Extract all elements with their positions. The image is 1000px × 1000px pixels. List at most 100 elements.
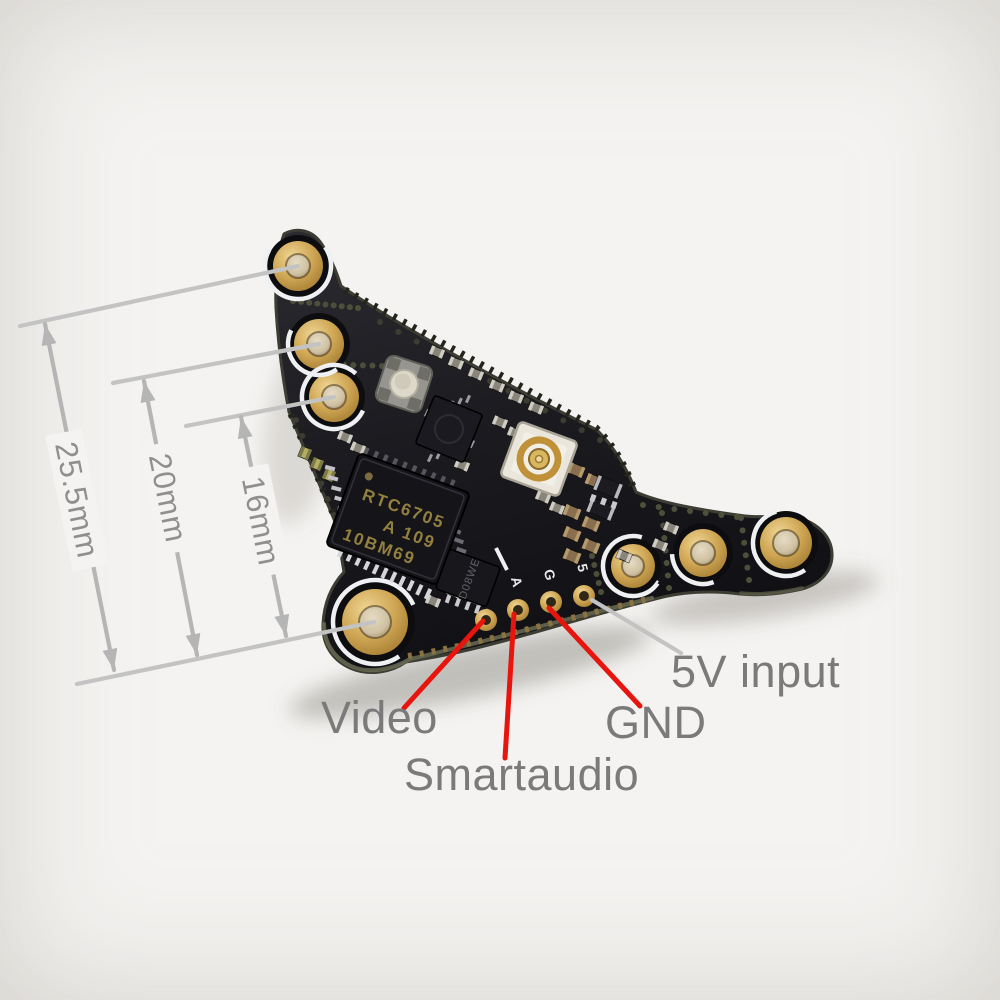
passive-component	[662, 520, 680, 536]
leader-line-hole-3	[183, 394, 337, 429]
ic-pin	[589, 493, 597, 503]
ic-pin	[389, 571, 398, 584]
passive-component	[562, 547, 582, 565]
pad-silk-g: G	[541, 567, 559, 582]
passive-component	[592, 474, 624, 500]
mounting-hole-right-3	[754, 511, 818, 575]
ic-pin	[327, 475, 339, 482]
ic-pin	[464, 601, 471, 611]
via-dot	[666, 585, 672, 591]
regulator-chip: D08WE	[435, 549, 501, 607]
via-dot	[350, 362, 357, 368]
via-dot	[322, 301, 329, 308]
via-dot	[734, 514, 740, 520]
passive-component	[428, 344, 446, 360]
leader-line-5v	[589, 597, 684, 656]
via-dot	[346, 304, 353, 311]
leader-line-smartaudio	[502, 611, 517, 761]
via-dot	[659, 510, 665, 516]
via-dot	[314, 300, 321, 307]
ic-pin	[444, 594, 452, 604]
solder-pads: A G 5	[475, 562, 595, 631]
solder-pad-5v	[573, 585, 595, 607]
solder-pad-gnd	[540, 591, 562, 613]
via-dot	[702, 510, 709, 516]
via-dot	[744, 564, 751, 571]
via-dot	[595, 580, 602, 586]
ic-pin	[426, 453, 434, 463]
via-dot	[338, 303, 345, 310]
ic-pin	[610, 500, 618, 510]
via-dot	[324, 496, 331, 503]
ic-pin	[371, 562, 380, 575]
video-label: Video	[321, 692, 438, 743]
via-dot	[355, 305, 361, 311]
ic-pin	[455, 546, 467, 554]
via-dot	[746, 577, 752, 583]
via-dot	[739, 527, 746, 534]
tactile-button	[374, 354, 434, 414]
5v-input-label: 5V input	[671, 646, 841, 697]
smartaudio-label: Smartaudio	[404, 749, 640, 800]
via-dot	[578, 427, 585, 434]
via-dot	[655, 504, 662, 510]
leader-line-video	[401, 618, 486, 711]
leader-line-hole-1	[17, 263, 301, 329]
via-dot	[505, 387, 512, 394]
via-dot	[671, 506, 678, 512]
via-dot	[661, 535, 668, 541]
passive-component	[562, 525, 582, 543]
mounting-hole-right-2	[673, 523, 733, 583]
passive-component	[467, 366, 485, 382]
passive-component	[488, 378, 506, 394]
main-chip-rtc6705: RTC6705 A 109 10BM69	[326, 453, 470, 585]
via-dot	[741, 539, 748, 546]
passive-component	[453, 457, 471, 473]
passive-component	[615, 548, 633, 564]
pin1-dot-icon	[364, 472, 373, 481]
passive-component	[491, 414, 509, 430]
ic-pin	[397, 575, 407, 588]
passive-component	[349, 440, 367, 456]
small-qfn-chip	[415, 395, 483, 463]
via-dot	[598, 589, 604, 595]
pin-leader-lines	[401, 605, 643, 761]
via-dot	[330, 302, 337, 309]
passive-component	[336, 429, 354, 445]
via-dot	[560, 417, 567, 424]
via-dot	[718, 512, 725, 518]
via-dot	[306, 299, 313, 306]
solder-pad-smartaudio	[507, 599, 529, 621]
passive-component	[297, 445, 313, 461]
gnd-label: GND	[605, 697, 707, 748]
via-dot	[369, 362, 376, 369]
dimension-arrowheads	[41, 324, 290, 670]
passive-component	[309, 456, 325, 472]
passive-component	[581, 537, 601, 555]
ic-pin	[423, 588, 433, 600]
via-dot	[640, 502, 646, 508]
via-dot	[377, 319, 383, 325]
ic-pin	[415, 583, 424, 596]
via-dot	[663, 560, 670, 566]
ic-pin	[474, 605, 481, 614]
via-dot	[413, 338, 420, 345]
ic-pin	[406, 579, 415, 592]
passive-component	[507, 389, 525, 405]
via-dot	[395, 328, 402, 335]
via-dot	[293, 417, 299, 423]
passive-component	[562, 503, 582, 521]
antenna-connector-ufl	[500, 421, 578, 497]
ic-pin	[380, 567, 389, 579]
leader-line-bottom-hole	[74, 619, 377, 687]
pad-silk-a: A	[508, 575, 526, 589]
passive-component	[447, 355, 465, 371]
ic-pin	[330, 485, 342, 492]
ic-pin	[453, 537, 465, 545]
via-dot	[589, 553, 595, 559]
via-dot	[597, 437, 603, 443]
via-dot	[523, 397, 530, 404]
via-dot	[593, 571, 600, 577]
